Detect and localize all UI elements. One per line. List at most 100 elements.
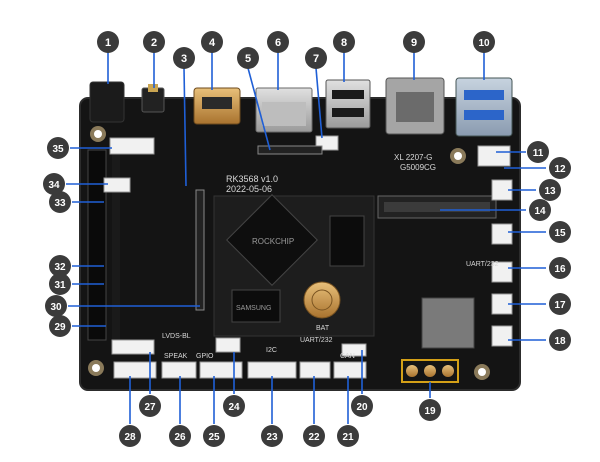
callout-21: 21 [337,425,359,447]
silk-gpio: GPIO [196,353,214,360]
callout-label: 10 [478,38,490,49]
callout-30: 30 [45,295,67,317]
silk-speak: SPEAK [164,353,188,360]
mounting-holes [88,126,490,380]
callout-label: 5 [245,53,251,65]
silk-date: 2022-05-06 [226,184,272,194]
callout-label: 23 [266,432,278,443]
callout-23: 23 [261,425,283,447]
soc-chip [226,194,318,286]
callout-label: 29 [54,322,66,333]
callout-label: 16 [554,264,566,275]
callout-32: 32 [49,255,71,277]
callout-label: 1 [105,37,111,49]
callout-label: 33 [54,198,66,209]
usb3-port [455,77,513,137]
callout-26: 26 [169,425,191,447]
wifi-module [421,297,475,349]
callout-label: 13 [544,186,556,197]
callout-27: 27 [139,395,161,417]
callout-4: 4 [201,31,223,53]
silk-i2c: I2C [266,347,277,354]
callout-label: 28 [124,432,136,443]
callout-label: 26 [174,432,186,443]
callout-label: 6 [275,37,281,49]
ram-chip [329,215,365,267]
silk-uart-right: UART/232 [466,261,499,268]
dc-power-jack [89,81,125,123]
callout-22: 22 [303,425,325,447]
silk-can: CAN [340,353,355,360]
callout-label: 22 [308,432,320,443]
callout-9: 9 [403,31,425,53]
callout-label: 11 [533,148,544,159]
callout-6: 6 [267,31,289,53]
callout-16: 16 [549,257,571,279]
callout-2: 2 [143,31,165,53]
silk-bat: BAT [316,325,330,332]
connector-34 [103,177,131,193]
callout-label: 4 [209,37,216,49]
callout-label: 21 [342,432,354,443]
connector-35 [109,137,155,155]
pin-header-left [87,149,120,350]
bottom-connectors [111,337,367,379]
vertical-ffc [195,189,205,311]
callout-29: 29 [49,315,71,337]
callout-1: 1 [97,31,119,53]
callout-15: 15 [549,221,571,243]
callout-label: 27 [144,402,156,413]
callout-label: 8 [341,37,347,49]
silk-wifi-chip: XL 2207-G [394,153,432,162]
callout-label: 14 [534,206,546,217]
callout-35: 35 [47,137,69,159]
callout-label: 35 [52,144,64,155]
callout-label: 7 [313,53,319,65]
callout-label: 19 [424,406,436,417]
callout-label: 17 [554,300,566,311]
callout-8: 8 [333,31,355,53]
emmc-chip [231,289,281,323]
silk-wifi-sub: G5009CG [400,163,436,172]
callout-12: 12 [549,157,571,179]
callout-33: 33 [49,191,71,213]
callout-label: 9 [411,37,417,49]
callout-18: 18 [549,329,571,351]
callout-label: 34 [48,180,60,191]
callout-17: 17 [549,293,571,315]
callout-label: 31 [54,280,66,291]
rtc-battery [303,281,341,319]
callout-label: 12 [554,164,566,175]
callout-label: 15 [554,228,566,239]
callout-10: 10 [473,31,495,53]
ffc-connector [257,145,323,155]
callout-25: 25 [203,425,225,447]
callout-34: 34 [43,173,65,195]
callout-11: 11 [527,141,549,163]
usb-ports-dual [325,79,371,129]
leader-lines [66,52,546,424]
silk-uart: UART/232 [300,337,333,344]
callout-label: 24 [228,402,240,413]
callout-31: 31 [49,273,71,295]
callout-19: 19 [419,399,441,421]
callout-20: 20 [351,395,373,417]
callout-7: 7 [305,47,327,69]
silk-model: RK3568 v1.0 [226,174,278,184]
callout-label: 18 [554,336,566,347]
callout-24: 24 [223,395,245,417]
silk-lvds: LVDS-BL [162,333,191,340]
callout-label: 25 [208,432,220,443]
callout-label: 32 [54,262,66,273]
callout-13: 13 [539,179,561,201]
callout-label: 2 [151,37,157,49]
callout-14: 14 [529,199,551,221]
callout-label: 30 [50,302,62,313]
silk-chip-main: ROCKCHIP [252,237,294,246]
callout-28: 28 [119,425,141,447]
silk-chip-ram: SAMSUNG [236,305,271,312]
callout-3: 3 [173,47,195,69]
right-connectors [477,145,513,347]
